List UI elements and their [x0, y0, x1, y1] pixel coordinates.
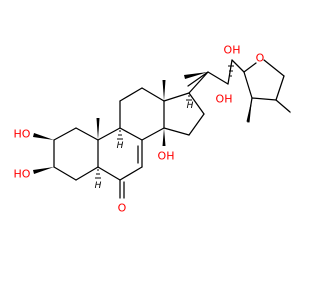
- wedge-bond: [33, 167, 54, 174]
- wedge-bond: [96, 118, 100, 140]
- hashed-bond: [186, 95, 192, 101]
- bond: [207, 71, 229, 85]
- bond: [53, 166, 77, 181]
- ring-oxygen-label: O: [256, 52, 265, 65]
- bond: [53, 127, 77, 141]
- bond: [97, 127, 121, 141]
- wedge-bond: [33, 133, 54, 140]
- molecule-diagram: HO HO O OH OH OH O H H H: [14, 44, 291, 215]
- structure-canvas: HO HO O OH OH OH O H H H: [13, 43, 291, 215]
- hashed-bond: [228, 65, 234, 77]
- wedge-bond: [276, 100, 291, 114]
- bond: [227, 59, 233, 85]
- bond: [141, 87, 165, 102]
- bond: [119, 127, 143, 141]
- bond: [188, 113, 205, 136]
- stereo-h-label-c17: H: [187, 101, 194, 111]
- bond: [119, 87, 143, 102]
- bond: [97, 166, 121, 181]
- bond: [251, 97, 277, 101]
- hashed-bond: [117, 130, 123, 140]
- hydroxyl-label-c20: OH: [216, 93, 233, 106]
- wedge-bond: [162, 80, 166, 101]
- bond: [243, 71, 253, 99]
- hydroxyl-label-c22: OH: [224, 44, 241, 57]
- wedge-bond: [246, 98, 252, 123]
- hashed-bond: [95, 169, 101, 179]
- bond: [75, 166, 99, 181]
- hydroxyl-label-c14: OH: [158, 150, 175, 163]
- bond: [243, 62, 257, 73]
- stereo-h-label-c5: H: [95, 181, 102, 191]
- bond: [275, 75, 285, 101]
- hydroxyl-label-c2: HO: [14, 128, 31, 141]
- bond: [187, 71, 209, 87]
- bond: [119, 166, 143, 181]
- bond: [188, 92, 205, 115]
- bond: [188, 71, 209, 94]
- bond: [163, 127, 190, 136]
- bond: [163, 92, 190, 102]
- wedge-bond: [184, 72, 208, 79]
- bond: [75, 127, 99, 141]
- stereo-h-label-c9: H: [117, 141, 124, 151]
- wedge-bond: [162, 128, 166, 146]
- hydroxyl-label-c3: HO: [14, 168, 31, 181]
- bond: [231, 59, 245, 73]
- bond: [141, 127, 165, 141]
- ketone-oxygen-label: O: [118, 202, 127, 215]
- bond: [263, 59, 285, 77]
